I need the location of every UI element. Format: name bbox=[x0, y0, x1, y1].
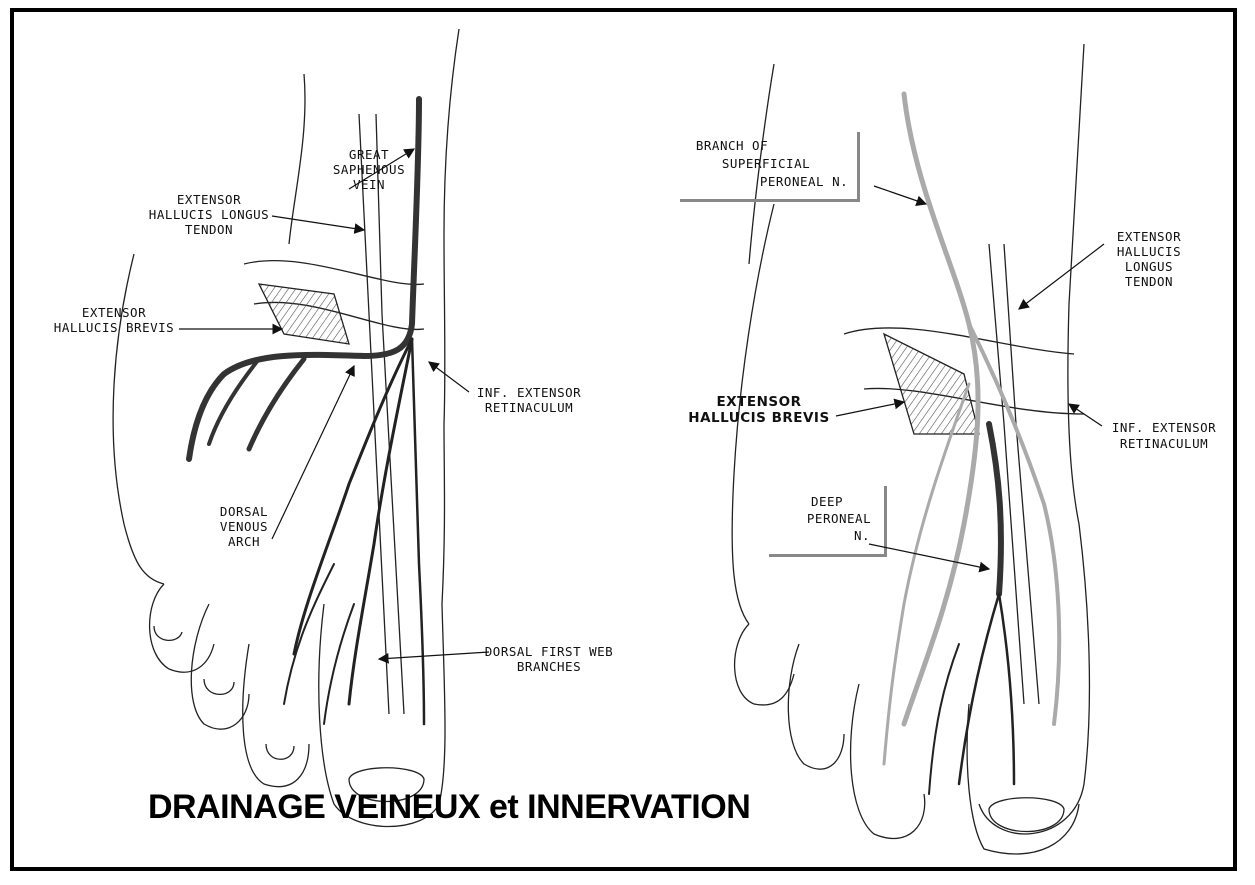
svg-text:TENDON: TENDON bbox=[1125, 274, 1173, 289]
svg-text:DORSAL FIRST WEB: DORSAL FIRST WEB bbox=[485, 644, 613, 659]
label-ehb-right: EXTENSOR HALLUCIS BREVIS bbox=[688, 394, 904, 426]
label-superficial-peroneal: BRANCH OF SUPERFICIAL PERONEAL N. bbox=[680, 132, 926, 204]
svg-text:VEIN: VEIN bbox=[353, 177, 385, 192]
label-ehl-tendon-right: EXTENSOR HALLUCIS LONGUS TENDON bbox=[1019, 229, 1181, 309]
figure-frame: GREAT SAPHENOUS VEIN EXTENSOR HALLUCIS L… bbox=[10, 8, 1237, 871]
svg-text:HALLUCIS LONGUS: HALLUCIS LONGUS bbox=[149, 207, 269, 222]
svg-text:DEEP: DEEP bbox=[811, 494, 843, 509]
svg-text:RETINACULUM: RETINACULUM bbox=[485, 400, 573, 415]
label-inf-retinaculum-left: INF. EXTENSOR RETINACULUM bbox=[429, 362, 581, 415]
svg-text:BRANCHES: BRANCHES bbox=[517, 659, 581, 674]
svg-text:BRANCH OF: BRANCH OF bbox=[696, 138, 768, 153]
figure-title: DRAINAGE VEINEUX et INNERVATION bbox=[148, 788, 750, 827]
svg-text:HALLUCIS BREVIS: HALLUCIS BREVIS bbox=[54, 320, 174, 335]
svg-text:DORSAL: DORSAL bbox=[220, 504, 268, 519]
anatomy-illustration: GREAT SAPHENOUS VEIN EXTENSOR HALLUCIS L… bbox=[14, 12, 1233, 867]
svg-text:N.: N. bbox=[854, 528, 870, 543]
svg-text:EXTENSOR: EXTENSOR bbox=[177, 192, 241, 207]
svg-text:SUPERFICIAL: SUPERFICIAL bbox=[722, 156, 810, 171]
svg-text:EXTENSOR: EXTENSOR bbox=[1117, 229, 1181, 244]
svg-text:EXTENSOR: EXTENSOR bbox=[82, 305, 146, 320]
svg-text:EXTENSOR: EXTENSOR bbox=[717, 394, 802, 410]
svg-text:INF. EXTENSOR: INF. EXTENSOR bbox=[1112, 420, 1216, 435]
svg-text:SAPHENOUS: SAPHENOUS bbox=[333, 162, 405, 177]
svg-text:ARCH: ARCH bbox=[228, 534, 260, 549]
svg-text:RETINACULUM: RETINACULUM bbox=[1120, 436, 1208, 451]
svg-text:PERONEAL: PERONEAL bbox=[807, 511, 871, 526]
label-dorsal-first-web: DORSAL FIRST WEB BRANCHES bbox=[379, 644, 613, 674]
svg-text:LONGUS: LONGUS bbox=[1125, 259, 1173, 274]
svg-text:HALLUCIS BREVIS: HALLUCIS BREVIS bbox=[688, 410, 829, 426]
label-dorsal-venous-arch: DORSAL VENOUS ARCH bbox=[220, 366, 354, 549]
label-ehl-tendon-left: EXTENSOR HALLUCIS LONGUS TENDON bbox=[149, 192, 364, 237]
svg-text:GREAT: GREAT bbox=[349, 147, 389, 162]
label-inf-retinaculum-right: INF. EXTENSOR RETINACULUM bbox=[1069, 404, 1216, 451]
label-ehb-left: EXTENSOR HALLUCIS BREVIS bbox=[54, 305, 282, 335]
svg-text:PERONEAL N.: PERONEAL N. bbox=[760, 174, 848, 189]
svg-text:INF. EXTENSOR: INF. EXTENSOR bbox=[477, 385, 581, 400]
left-foot-drawing bbox=[113, 29, 459, 827]
svg-text:VENOUS: VENOUS bbox=[220, 519, 268, 534]
label-great-saphenous-vein: GREAT SAPHENOUS VEIN bbox=[333, 147, 414, 192]
svg-text:TENDON: TENDON bbox=[185, 222, 233, 237]
svg-text:HALLUCIS: HALLUCIS bbox=[1117, 244, 1181, 259]
